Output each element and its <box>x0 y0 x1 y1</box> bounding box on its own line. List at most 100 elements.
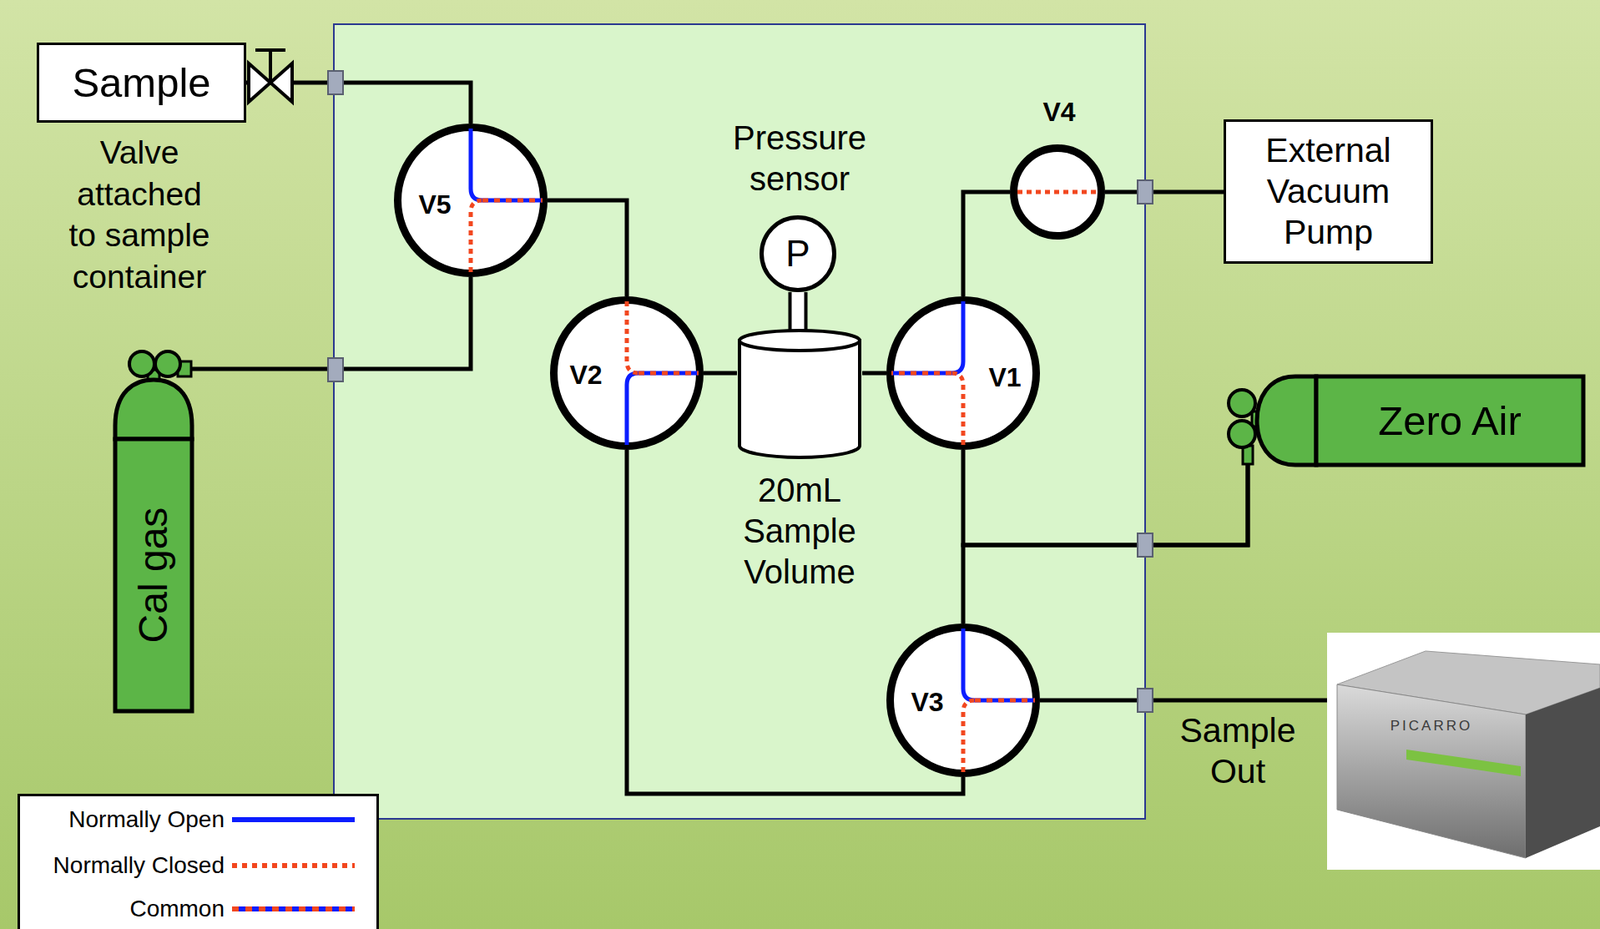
normally-closed-path <box>951 373 964 445</box>
sample-valve-symbol <box>248 50 293 102</box>
port-fitting <box>1137 180 1153 204</box>
analyzer-illustration <box>1327 632 1600 870</box>
legend-swatches <box>230 796 373 929</box>
valve-body <box>890 300 1037 447</box>
valve-label: V2 <box>569 358 602 391</box>
valve-symbol <box>393 123 548 278</box>
node-valve4: V4 <box>1009 144 1106 240</box>
tubing-line <box>1105 191 1224 193</box>
normally-closed-path <box>963 700 975 773</box>
legend-text: Common <box>20 894 225 924</box>
port-fitting <box>328 70 344 95</box>
valve-symbol <box>886 623 1040 778</box>
tubing-path <box>1039 698 1328 703</box>
tubing-path <box>191 277 471 369</box>
normally-open-path <box>951 301 964 374</box>
legend-line-sample <box>232 906 355 912</box>
port-fitting <box>1137 688 1153 712</box>
normally-open-path <box>470 128 483 201</box>
valve-symbol <box>1009 144 1106 240</box>
analyzer-strip <box>1406 749 1521 777</box>
cylinder-dome <box>115 379 192 440</box>
node-zerocyl: Zero Air <box>1221 373 1586 468</box>
normally-closed-path <box>626 301 639 374</box>
valve-label: V3 <box>910 686 944 718</box>
node-picarro: PICARRO <box>1327 632 1600 870</box>
brand-text: PICARRO <box>1390 717 1473 735</box>
normally-open-path <box>963 628 975 701</box>
edge-label: Sample Out <box>1175 710 1301 793</box>
tubing-line <box>862 373 887 374</box>
legend-line-sample <box>232 906 355 912</box>
instrument-panel <box>333 24 1146 819</box>
gauge-face <box>762 217 835 291</box>
legend-text: Normally Open <box>20 805 225 834</box>
valve-body <box>890 627 1037 774</box>
regulator-knob <box>1228 420 1256 448</box>
node-gauge: P <box>759 215 837 293</box>
legend-box: Normally OpenNormally ClosedCommon <box>17 793 379 929</box>
normally-closed-path <box>470 200 483 273</box>
common-path-dash <box>891 371 952 376</box>
cylinder-body <box>739 340 860 458</box>
cylinder-body <box>1316 376 1584 465</box>
valve-body <box>1014 148 1102 237</box>
node-calcyl: Cal gas <box>104 346 197 714</box>
analyzer-side <box>1525 687 1600 859</box>
legend-text: Normally Closed <box>20 851 225 880</box>
tubing-line <box>963 464 1248 624</box>
node-valve: V5 <box>393 123 548 278</box>
regulator-knob <box>155 351 181 377</box>
valve-triangle <box>270 63 293 102</box>
port-fitting <box>328 358 344 382</box>
node-volume: 20mL Sample Volume <box>736 328 863 460</box>
photo-background <box>1327 632 1600 870</box>
valve-label: V4 <box>1042 95 1076 128</box>
panel-ports <box>328 70 1153 712</box>
valve-body <box>398 127 545 274</box>
common-path <box>974 698 1035 703</box>
common-path <box>891 371 952 376</box>
box-text: Sample <box>71 58 211 108</box>
cylinder-body <box>115 439 192 712</box>
common-path-dash <box>974 698 1035 703</box>
tubing-line <box>963 191 1010 297</box>
normally-open-path <box>626 373 639 445</box>
common-path <box>638 371 699 376</box>
regulator-knob <box>129 351 155 377</box>
annotation-text: Valve attached to sample container <box>60 131 219 298</box>
analyzer-front <box>1337 684 1526 859</box>
node-rect: External Vacuum Pump <box>1223 119 1434 264</box>
normally-closed-path <box>1017 190 1098 195</box>
valve-label: V5 <box>418 188 451 221</box>
annotation-text: Pressure sensor <box>699 117 900 200</box>
common-path-dash <box>482 198 543 203</box>
common-path-dash <box>638 371 699 376</box>
tubing-path <box>963 191 1010 297</box>
common-path <box>482 198 543 203</box>
tubing-line <box>703 373 737 374</box>
node-valve: V1 <box>886 296 1040 450</box>
tubing-path <box>703 371 737 376</box>
tubing-path <box>1105 190 1224 195</box>
tubing-path <box>963 449 1248 546</box>
node-rect: Sample <box>36 42 247 123</box>
sample-volume-cylinder <box>736 328 863 460</box>
box-text: External Vacuum Pump <box>1234 130 1423 254</box>
tubing-line <box>191 277 471 369</box>
regulator-knob <box>1228 389 1256 417</box>
tubing-line <box>1039 700 1328 702</box>
node-valve: V3 <box>886 623 1040 778</box>
tubing-path <box>547 200 627 297</box>
node-valve: V2 <box>550 296 704 450</box>
gauge-letter: P <box>785 232 810 277</box>
cylinder-top <box>739 330 860 351</box>
valve-triangle <box>248 63 271 102</box>
legend-line-sample <box>232 863 355 869</box>
tubing-path <box>862 371 887 376</box>
port-fitting <box>1137 533 1153 557</box>
cylinder-label: Zero Air <box>1377 396 1522 446</box>
cylinder-dome <box>1256 376 1317 465</box>
tubing-line <box>963 449 1248 546</box>
valve-body <box>554 300 701 447</box>
